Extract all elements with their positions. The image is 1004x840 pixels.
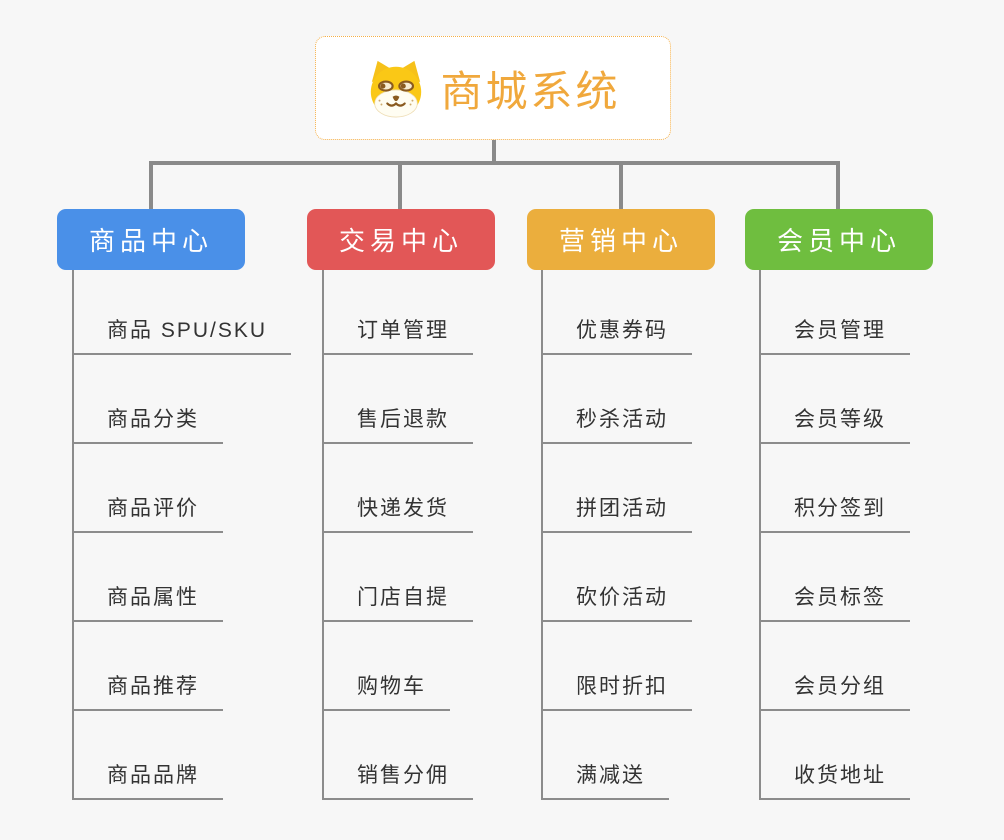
connector-root-stub: [492, 139, 496, 163]
leaf-node-member-level[interactable]: 会员等级: [761, 403, 910, 444]
leaf-node-bargain-activity[interactable]: 砍价活动: [543, 581, 692, 622]
leaf-node-shipping-address[interactable]: 收货地址: [761, 759, 910, 800]
leaf-node-group-buy[interactable]: 拼团活动: [543, 492, 692, 533]
leaf-node-product-category[interactable]: 商品分类: [74, 403, 223, 444]
connector-drop-product: [149, 163, 153, 209]
leaf-node-product-review[interactable]: 商品评价: [74, 492, 223, 533]
leaf-node-express-delivery[interactable]: 快递发货: [324, 492, 473, 533]
branch-label: 会员中心: [776, 226, 901, 256]
leaf-node-product-spu-sku[interactable]: 商品 SPU/SKU: [74, 314, 292, 355]
leaf-node-full-reduction[interactable]: 满减送: [543, 759, 669, 800]
leaf-node-sales-commission[interactable]: 销售分佣: [324, 759, 473, 800]
leaf-node-aftersale-refund[interactable]: 售后退款: [324, 403, 473, 444]
leaf-node-store-pickup[interactable]: 门店自提: [324, 581, 473, 622]
leaf-node-coupon-code[interactable]: 优惠券码: [543, 314, 692, 355]
connector-drop-member: [836, 163, 840, 209]
connector-drop-marketing: [619, 163, 623, 209]
branch-label: 交易中心: [338, 226, 463, 256]
shiba-dog-icon: [371, 60, 422, 118]
leaf-node-product-attribute[interactable]: 商品属性: [74, 581, 223, 622]
leaf-node-points-checkin[interactable]: 积分签到: [761, 492, 910, 533]
leaf-node-member-group[interactable]: 会员分组: [761, 670, 910, 711]
leaf-node-time-limited-discount[interactable]: 限时折扣: [543, 670, 692, 711]
branch-marketing-center[interactable]: 营销中心: [527, 209, 715, 270]
branch-member-center[interactable]: 会员中心: [745, 209, 933, 270]
branch-label: 商品中心: [88, 226, 213, 256]
leaf-node-member-tag[interactable]: 会员标签: [761, 581, 910, 622]
branch-product-children: 商品 SPU/SKU 商品分类 商品评价 商品属性 商品推荐 商品品牌: [72, 270, 324, 800]
branch-member-children: 会员管理 会员等级 积分签到 会员标签 会员分组 收货地址: [759, 270, 1004, 800]
root-node[interactable]: 商城系统: [315, 36, 671, 140]
leaf-node-order-management[interactable]: 订单管理: [324, 314, 473, 355]
root-title: 商城系统: [440, 67, 621, 115]
branch-trade-center[interactable]: 交易中心: [307, 209, 495, 270]
branch-marketing-children: 优惠券码 秒杀活动 拼团活动 砍价活动 限时折扣 满减送: [541, 270, 793, 800]
branch-product-center[interactable]: 商品中心: [57, 209, 245, 270]
leaf-node-product-recommend[interactable]: 商品推荐: [74, 670, 223, 711]
leaf-node-shopping-cart[interactable]: 购物车: [324, 670, 450, 711]
branch-trade-children: 订单管理 售后退款 快递发货 门店自提 购物车 销售分佣: [322, 270, 574, 800]
leaf-node-flash-sale[interactable]: 秒杀活动: [543, 403, 692, 444]
connector-drop-trade: [398, 163, 402, 209]
branch-label: 营销中心: [558, 226, 683, 256]
leaf-node-member-management[interactable]: 会员管理: [761, 314, 910, 355]
connector-bus: [149, 161, 840, 165]
leaf-node-product-brand[interactable]: 商品品牌: [74, 759, 223, 800]
